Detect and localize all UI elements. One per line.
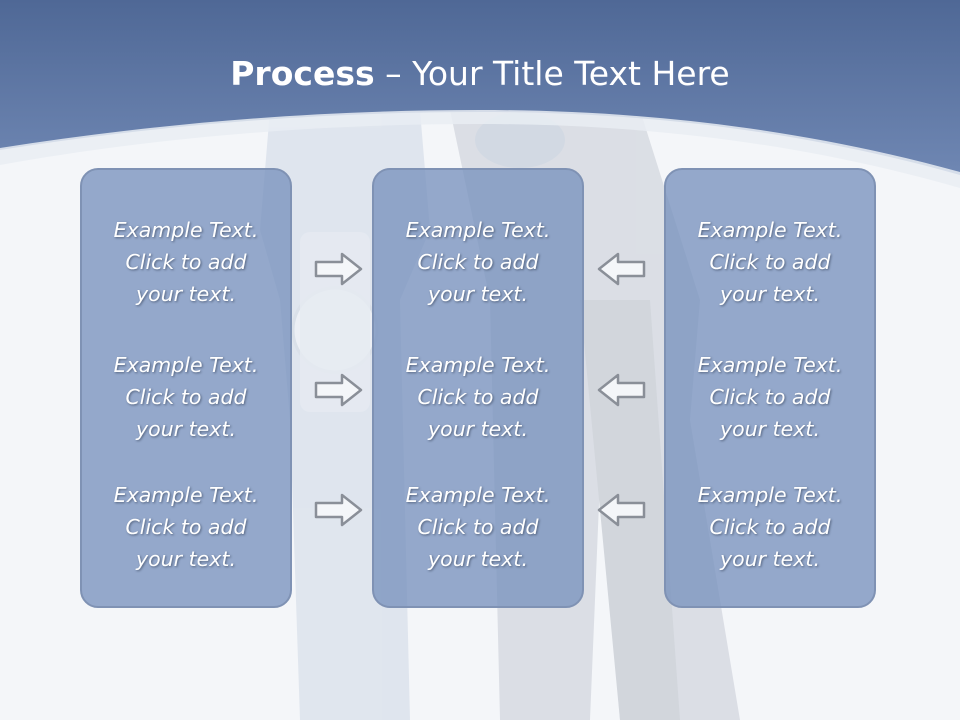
arrow-right-icon — [314, 373, 363, 407]
arrow-right-icon — [314, 252, 363, 286]
text-line: Click to add — [125, 515, 247, 539]
text-line: your text. — [136, 547, 236, 571]
text-line: your text. — [428, 417, 528, 441]
text-line: Click to add — [125, 385, 247, 409]
text-line: your text. — [136, 282, 236, 306]
text-block[interactable]: Example Text. Click to add your text. — [374, 214, 582, 310]
text-line: Example Text. — [405, 353, 551, 377]
text-line: Click to add — [125, 250, 247, 274]
arrow-left-icon — [597, 252, 646, 286]
text-line: your text. — [136, 417, 236, 441]
text-line: Click to add — [417, 515, 539, 539]
arrow-left-icon — [597, 373, 646, 407]
text-line: Click to add — [417, 250, 539, 274]
text-block[interactable]: Example Text. Click to add your text. — [82, 349, 290, 445]
text-line: Example Text. — [405, 483, 551, 507]
text-block[interactable]: Example Text. Click to add your text. — [82, 214, 290, 310]
text-line: your text. — [428, 547, 528, 571]
text-line: Example Text. — [113, 218, 259, 242]
text-block[interactable]: Example Text. Click to add your text. — [82, 479, 290, 575]
text-line: Click to add — [709, 515, 831, 539]
text-line: Click to add — [709, 385, 831, 409]
title-rest: – Your Title Text Here — [374, 54, 730, 93]
text-line: Example Text. — [113, 353, 259, 377]
text-line: your text. — [428, 282, 528, 306]
text-line: Click to add — [417, 385, 539, 409]
text-block[interactable]: Example Text. Click to add your text. — [666, 349, 874, 445]
title-bold: Process — [230, 54, 375, 93]
slide-title[interactable]: Process – Your Title Text Here — [0, 52, 960, 96]
arrow-right-icon — [314, 493, 363, 527]
text-block[interactable]: Example Text. Click to add your text. — [374, 479, 582, 575]
text-line: your text. — [720, 547, 820, 571]
process-box-center[interactable]: Example Text. Click to add your text. Ex… — [372, 168, 584, 608]
text-line: Click to add — [709, 250, 831, 274]
text-line: Example Text. — [697, 483, 843, 507]
text-line: Example Text. — [113, 483, 259, 507]
text-line: your text. — [720, 282, 820, 306]
process-box-right[interactable]: Example Text. Click to add your text. Ex… — [664, 168, 876, 608]
text-line: Example Text. — [405, 218, 551, 242]
text-line: Example Text. — [697, 353, 843, 377]
process-box-left[interactable]: Example Text. Click to add your text. Ex… — [80, 168, 292, 608]
text-block[interactable]: Example Text. Click to add your text. — [666, 214, 874, 310]
text-line: your text. — [720, 417, 820, 441]
text-block[interactable]: Example Text. Click to add your text. — [666, 479, 874, 575]
text-block[interactable]: Example Text. Click to add your text. — [374, 349, 582, 445]
text-line: Example Text. — [697, 218, 843, 242]
arrow-left-icon — [597, 493, 646, 527]
